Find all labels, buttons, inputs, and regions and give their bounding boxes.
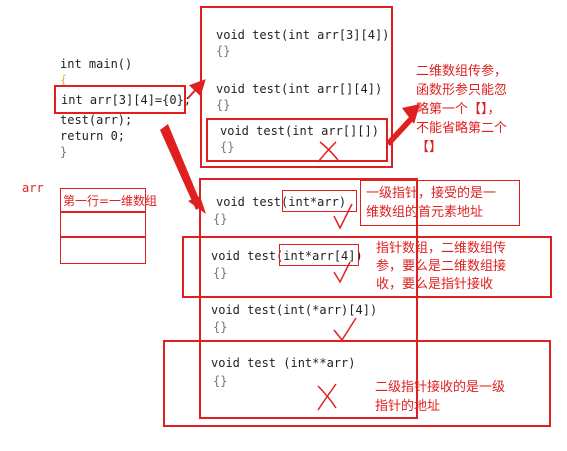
return-statement: return 0; [60,129,126,143]
note-pointer-array: 指针数组，二维数组传 参，要么是二维数组接 收，要么是指针接收 [376,241,507,292]
pointer-array-row-box [182,236,552,298]
fn-ptr-array-body: {} [213,266,228,280]
ptr-array-param-box [279,244,359,266]
note-2d-array-params: 二维数组传参， 函数形参只能忽 略第一个【】， 不能省略第二个 【】 [416,64,508,155]
array-row-1 [60,188,146,212]
fn-arr-x-x-body: {} [220,140,235,154]
fn-array-ptr-body: {} [213,320,228,334]
note-single-ptr-box [360,180,520,226]
fn-arr-3-4-body: {} [216,44,231,58]
test-call: test(arr); [60,113,133,127]
array-declaration: int arr[3][4]={0}; [61,93,192,107]
main-close-brace: } [60,145,68,159]
fn-double-ptr-body: {} [213,374,228,388]
int-ptr-param-box [282,190,357,212]
array-declaration-box [54,85,186,114]
fn-arr-x-4: void test(int arr[][4]) [216,82,383,96]
main-signature: int main() [60,57,133,71]
fn-int-ptr: void test(int*arr) [216,195,347,209]
main-open-brace: { [60,73,68,87]
fn-array-ptr: void test(int(*arr)[4]) [211,303,378,317]
fn-double-ptr: void test (int**arr) [211,356,356,370]
note-single-ptr: 一级指针，接受的是一 维数组的首元素地址 [366,186,497,220]
array-row-3 [60,237,146,264]
fn-arr-x-x: void test(int arr[][]) [220,124,379,138]
array-row-2 [60,212,146,237]
fn-arr-x-4-body: {} [216,98,231,112]
arr-label: arr [22,181,44,195]
double-ptr-row-box [163,340,551,427]
fn-ptr-array: void test(int*arr[4]) [211,249,363,263]
fn-int-ptr-body: {} [213,212,228,226]
array-row-1-label: 第一行=一维数组 [63,194,158,208]
note-double-ptr: 二级指针接收的是一级 指针的地址 [375,380,506,414]
fn-arr-3-4: void test(int arr[3][4]) [216,28,390,42]
bottom-functions-box [199,178,418,419]
